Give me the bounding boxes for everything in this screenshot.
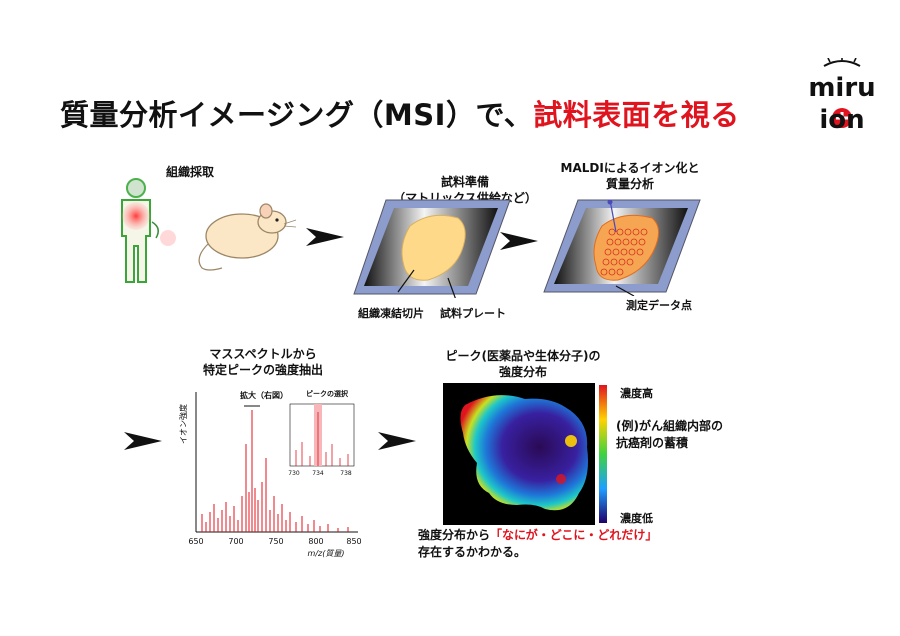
label-distribution-title-line1: ピーク(医薬品や生体分子)の bbox=[445, 349, 601, 363]
label-maldi-line2: 質量分析 bbox=[605, 177, 654, 191]
spectrum-x-tick: 800 bbox=[308, 537, 323, 546]
conclusion-prefix: 強度分布から bbox=[418, 528, 491, 542]
label-distribution-title-line2: 強度分布 bbox=[498, 365, 547, 379]
logo-text-miru: miru bbox=[808, 73, 875, 103]
arrow-right-icon bbox=[124, 432, 162, 450]
logo-text-ion: ion bbox=[819, 105, 864, 135]
spectrum-ylabel: イオン強度 bbox=[178, 404, 188, 444]
label-spectrum-title-line1: マススペクトルから bbox=[209, 347, 317, 361]
spectrum-x-tick: 750 bbox=[268, 537, 283, 546]
label-measurement-points: 測定データ点 bbox=[626, 299, 692, 312]
heatmap-annotation: (例)がん組織内部の 抗癌剤の蓄積 bbox=[616, 418, 723, 452]
label-maldi-line1: MALDIによるイオン化と bbox=[560, 161, 700, 175]
heatmap-annotation-line2: 抗癌剤の蓄積 bbox=[616, 436, 689, 450]
heatmap-annotation-line1: (例)がん組織内部の bbox=[616, 419, 723, 433]
conclusion-line2: 存在するかわかる。 bbox=[418, 545, 527, 559]
label-distribution-title: ピーク(医薬品や生体分子)の 強度分布 bbox=[438, 348, 608, 380]
conclusion-text: 強度分布から「なにが・どこに・どれだけ」 存在するかわかる。 bbox=[418, 527, 657, 561]
spectrum-x-tick: 650 bbox=[188, 537, 203, 546]
inset-peak-select-label: ピークの選択 bbox=[306, 389, 349, 398]
inset-x-tick: 730 bbox=[288, 470, 300, 477]
arrow-right-icon bbox=[378, 432, 416, 450]
conclusion-line1: 強度分布から「なにが・どこに・どれだけ」 bbox=[418, 527, 657, 544]
conclusion-highlight: 「なにが・どこに・どれだけ」 bbox=[490, 528, 658, 542]
spectrum-peaks bbox=[201, 410, 349, 532]
mass-spectrum-chart: イオン強度 拡大（右図） 650 700 750 800 850 m/z(質量) bbox=[178, 390, 362, 558]
label-tissue-collection: 組織採取 bbox=[166, 165, 215, 179]
label-spectrum-title: マススペクトルから 特定ピークの強度抽出 bbox=[178, 346, 348, 378]
inset-x-tick: 734 bbox=[312, 470, 324, 477]
arrow-right-icon bbox=[306, 228, 344, 246]
spectrum-inset-chart: ピークの選択 730 734 738 bbox=[288, 389, 355, 477]
page-title-main: 質量分析イメージング（MSI）で、 bbox=[60, 98, 534, 132]
miruion-logo: miru ion bbox=[806, 56, 878, 138]
label-frozen-section: 組織凍結切片 bbox=[358, 307, 424, 320]
inset-x-tick: 738 bbox=[340, 470, 352, 477]
heatmap-low-label: 濃度低 bbox=[620, 512, 653, 525]
arrow-right-icon bbox=[500, 232, 538, 250]
page-title: 質量分析イメージング（MSI）で、試料表面を視る bbox=[60, 92, 740, 134]
spectrum-zoom-label: 拡大（右図） bbox=[240, 390, 288, 400]
label-sample-plate: 試料プレート bbox=[440, 307, 506, 320]
intensity-heatmap bbox=[443, 383, 607, 525]
maldi-plate-icon bbox=[543, 199, 701, 296]
spectrum-x-tick: 700 bbox=[228, 537, 243, 546]
label-maldi: MALDIによるイオン化と 質量分析 bbox=[545, 160, 715, 192]
spectrum-x-tick: 850 bbox=[346, 537, 361, 546]
sample-plate-icon bbox=[353, 199, 511, 298]
page-title-highlight: 試料表面を視る bbox=[533, 98, 740, 132]
label-spectrum-title-line2: 特定ピークの強度抽出 bbox=[202, 363, 323, 377]
mouse-icon bbox=[198, 203, 297, 271]
spectrum-xlabel: m/z(質量) bbox=[308, 549, 345, 558]
label-sample-prep-line1: 試料準備 bbox=[440, 175, 489, 189]
heatmap-high-label: 濃度高 bbox=[620, 387, 653, 400]
human-figure-icon bbox=[121, 178, 176, 283]
